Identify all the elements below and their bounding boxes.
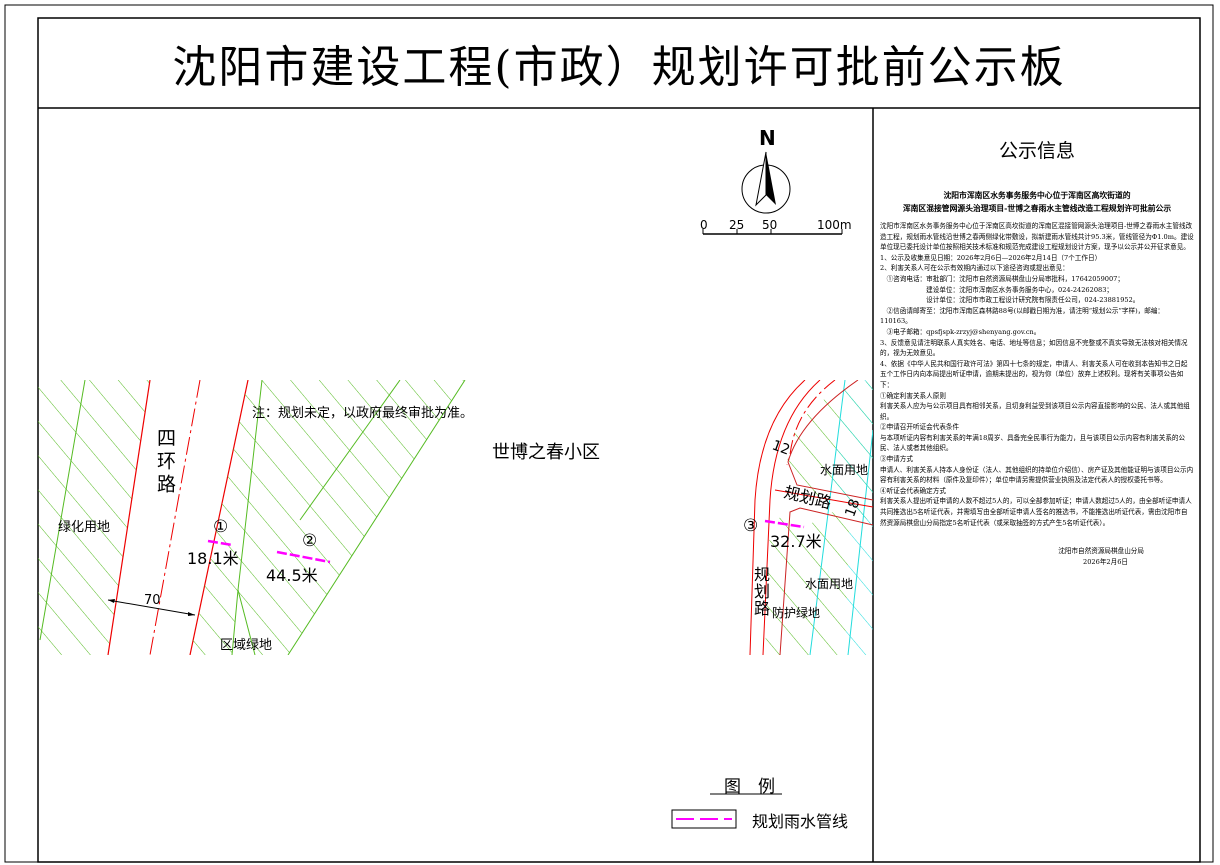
pipe-marker-3: ③ <box>743 516 759 536</box>
signature: 沈阳市自然资源局棋盘山分局 <box>1058 547 1144 556</box>
paragraph: ③申请方式 <box>880 455 913 464</box>
label-water-land-2: 水面用地 <box>805 577 854 591</box>
label-green-land: 绿化用地 <box>58 520 111 535</box>
regional-green-area <box>238 380 465 655</box>
scale-tick: 25 <box>729 218 745 232</box>
paragraph: ③电子邮箱：qpsfjspk-zrzyj@shenyang.gov.cn。 <box>880 327 1041 336</box>
north-arrow-icon <box>741 151 791 214</box>
pipe-length-3: 32.7米 <box>770 532 822 551</box>
paragraph: ①咨询电话：审批部门：沈阳市自然资源局棋盘山分局审批科，17642059007； <box>880 274 1124 283</box>
map-note: 注：规划未定，以政府最终审批为准。 <box>252 406 474 421</box>
pipe-marker-1: ① <box>213 517 229 537</box>
page-title: 沈阳市建设工程(市政）规划许可批前公示板 <box>172 42 1066 93</box>
legend-title: 图 例 <box>724 777 775 797</box>
scale-tick: 100m <box>817 218 852 232</box>
green-land-area <box>38 380 150 655</box>
paragraph: ②信函请邮寄至：沈阳市浑南区森林路88号(以邮戳日期为准，请注明“规划公示”字样… <box>880 306 1165 326</box>
pipe-marker-2: ② <box>302 531 318 551</box>
paragraph: ①确定利害关系人原则 <box>880 391 946 400</box>
paragraph: 3、反馈意见请注明联系人真实姓名、电话、地址等信息；如因信息不完整或不真实导致无… <box>880 338 1188 358</box>
scale-tick: 0 <box>700 218 708 232</box>
paragraph: 申请人、利害关系人持本人身份证（法人、其他组织的持单位介绍信）、房产证及其他能证… <box>880 465 1194 485</box>
scale-tick: 50 <box>762 218 778 232</box>
legend-item-rain-pipe: 规划雨水管线 <box>752 812 849 831</box>
paragraph: 利害关系人应为与公示项目具有相邻关系，且切身利益受到该项目公示内容直接影响的公民… <box>880 402 1190 421</box>
pipe-length-1: 18.1米 <box>187 549 239 568</box>
paragraph: 4、依据《中华人民共和国行政许可法》第四十七条的规定，申请人、利害关系人可在收到… <box>880 359 1188 389</box>
panel-title: 公示信息 <box>998 140 1075 162</box>
paragraph: 设计单位：沈阳市市政工程设计研究院有限责任公司，024-23881952。 <box>880 296 1140 305</box>
label-residential: 世博之春小区 <box>492 442 600 463</box>
paragraph: 与本项听证内容有利害关系的年满18周岁、具备完全民事行为能力，且与该项目公示内容… <box>880 433 1186 453</box>
paragraph: 沈阳市浑南区水务事务服务中心位于浑南区高坎街道的浑南区混接管网源头治理项目-世博… <box>880 222 1194 252</box>
water-area <box>830 380 873 655</box>
scale-bar <box>702 229 843 235</box>
panel-subtitle: 浑南区混接管网源头治理项目-世博之春雨水主管线改造工程规划许可批前公示 <box>902 204 1172 213</box>
label-protective-green: 防护绿地 <box>772 606 821 620</box>
info-panel: 公示信息 沈阳市浑南区水务事务服务中心位于浑南区高坎街道的 浑南区混接管网源头治… <box>876 112 1198 567</box>
paragraph: ④听证会代表确定方式 <box>880 486 946 495</box>
label-planned-road-v: 规划路 <box>751 566 770 617</box>
panel-body: 沈阳市浑南区水务事务服务中心位于浑南区高坎街道的浑南区混接管网源头治理项目-世博… <box>876 221 1198 528</box>
paragraph: 2、利害关系人可在公示有效期内通过以下途径咨询或提出意见： <box>880 264 1069 273</box>
label-water-land-1: 水面用地 <box>820 463 869 477</box>
signature-date: 2026年2月6日 <box>1083 557 1128 566</box>
pipe-length-2: 44.5米 <box>266 566 318 585</box>
paragraph: ②申请召开听证会代表条件 <box>880 423 960 432</box>
label-width-70: 70 <box>144 593 161 608</box>
label-siring-road: 四环路 <box>154 428 176 497</box>
label-regional-green: 区域绿地 <box>220 638 273 653</box>
north-label: N <box>759 126 776 150</box>
paragraph: 1、公示及收集意见日期：2026年2月6日—2026年2月14日（7个工作日） <box>880 253 1102 262</box>
paragraph: 利害关系人提出听证申请的人数不超过5人的，可以全部参加听证；申请人数超过5人的，… <box>880 497 1192 527</box>
panel-subtitle: 沈阳市浑南区水务事务服务中心位于浑南区高坎街道的 <box>943 191 1131 200</box>
regional-green-strip <box>190 380 262 655</box>
paragraph: 建设单位：沈阳市浑南区水务事务服务中心，024-24262083； <box>880 285 1113 294</box>
